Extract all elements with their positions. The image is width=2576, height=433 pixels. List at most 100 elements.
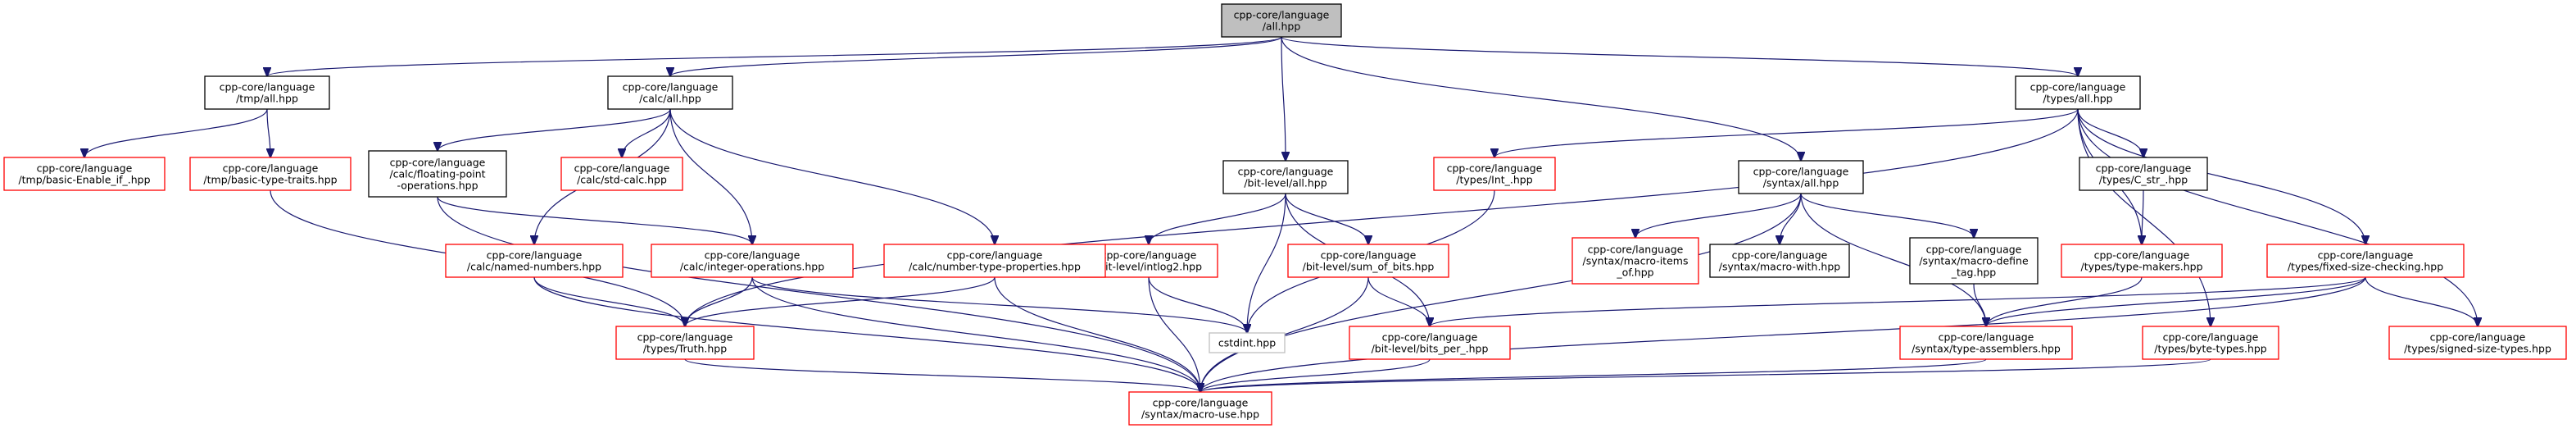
node-label-line: /types/signed-size-types.hpp [2404,343,2551,355]
edge-fixed-size-to-bits-per [1430,276,2366,326]
node-all[interactable]: cpp-core/language/all.hpp [1221,3,1342,38]
node-bitlevel-all[interactable]: cpp-core/language/bit-level/all.hpp [1222,160,1349,194]
edge-calc-all-to-floating [438,108,671,151]
edge-sum-of-bits-to-bits-per [1367,276,1430,326]
node-label-line: /types/type-makers.hpp [2080,261,2202,273]
edge-intlog2-to-cstdint [1148,276,1247,333]
edge-syntax-all-to-macro-with [1780,193,1802,244]
node-label-line: _tag.hpp [1951,267,1997,279]
edge-number-type-props-to-macro-use [994,276,1200,392]
node-std-calc[interactable]: cpp-core/language/calc/std-calc.hpp [560,157,683,191]
node-floating[interactable]: cpp-core/language/calc/floating-point-op… [368,150,507,198]
node-box [1128,391,1272,426]
node-label-line: cpp-core/language [1926,244,2022,256]
node-label-line: /syntax/macro-items [1583,255,1689,267]
node-bits-per[interactable]: cpp-core/language/bit-level/bits_per_.hp… [1349,326,1511,360]
node-box [1222,160,1349,194]
node-box [2061,244,2223,278]
node-box [1738,160,1864,194]
edge-types-all-to-truth [685,108,2079,326]
node-box [1287,244,1449,278]
node-label-line: /bit-level/bits_per_.hpp [1372,343,1489,355]
node-layer: cpp-core/language/all.hppcpp-core/langua… [3,3,2567,426]
node-byte-types[interactable]: cpp-core/language/types/byte-types.hpp [2142,326,2279,360]
node-truth[interactable]: cpp-core/language/types/Truth.hpp [615,326,755,360]
node-label-line: /tmp/basic-Enable_if_.hpp [18,174,150,186]
node-tmp-all[interactable]: cpp-core/language/tmp/all.hpp [204,75,330,110]
edge-bitlevel-all-to-sum-of-bits [1285,193,1368,244]
node-label-line: cpp-core/language [1382,331,1478,344]
node-calc-all[interactable]: cpp-core/language/calc/all.hpp [607,75,733,110]
node-enable-if[interactable]: cpp-core/language/tmp/basic-Enable_if_.h… [3,157,166,191]
node-label-line: /bit-level/intlog2.hpp [1095,261,1202,273]
node-box [2015,75,2141,110]
node-c-str[interactable]: cpp-core/language/types/C_str_.hpp [2079,157,2208,191]
node-label-line: cpp-core/language [2163,331,2259,344]
node-label-line: cpp-core/language [220,81,315,93]
node-label-line: cpp-core/language [623,81,719,93]
node-label-line: cpp-core/language [2096,162,2192,175]
node-label-line: /calc/integer-operations.hpp [680,261,824,273]
node-syntax-all[interactable]: cpp-core/language/syntax/all.hpp [1738,160,1864,194]
edge-truth-to-macro-use [684,358,1200,392]
node-label-line: cpp-core/language [1588,244,1684,256]
node-box [560,157,683,191]
node-type-assemblers[interactable]: cpp-core/language/syntax/type-assemblers… [1899,326,2073,360]
node-label-line: /bit-level/all.hpp [1244,177,1327,189]
node-sum-of-bits[interactable]: cpp-core/language/bit-level/sum_of_bits.… [1287,244,1449,278]
node-macro-use[interactable]: cpp-core/language/syntax/macro-use.hpp [1128,391,1272,426]
node-box [189,157,351,191]
node-label-line: cpp-core/language [1447,162,1543,175]
node-label-line: /calc/all.hpp [639,93,701,105]
node-number-type-props[interactable]: cpp-core/language/calc/number-type-prope… [883,244,1106,278]
edge-integer-ops-to-macro-use [751,276,1200,392]
node-label-line: cpp-core/language [37,162,133,175]
edge-tmp-all-to-type-traits [267,108,270,157]
node-macro-with[interactable]: cpp-core/language/syntax/macro-with.hpp [1709,244,1850,278]
node-named-numbers[interactable]: cpp-core/language/calc/named-numbers.hpp [445,244,624,278]
node-box [1433,157,1556,191]
node-box [1899,326,2073,360]
node-type-makers[interactable]: cpp-core/language/types/type-makers.hpp [2061,244,2223,278]
node-box [2388,326,2567,360]
node-box [1209,332,1286,353]
node-int-[interactable]: cpp-core/language/types/Int_.hpp [1433,157,1556,191]
node-label-line: cpp-core/language [2318,249,2414,262]
node-label-line: _of.hpp [1616,267,1653,279]
edge-syntax-all-to-macro-use [1200,193,1802,392]
node-label-line: /tmp/all.hpp [236,93,298,105]
node-macro-items[interactable]: cpp-core/language/syntax/macro-items_of.… [1571,237,1699,285]
node-signed-size[interactable]: cpp-core/language/types/signed-size-type… [2388,326,2567,360]
node-label-line: cpp-core/language [1753,166,1849,178]
node-label-line: cpp-core/language [1101,249,1197,262]
edge-number-type-props-to-truth [685,276,995,326]
node-label-line: cpp-core/language [1234,9,1330,21]
node-box [2142,326,2279,360]
node-types-all[interactable]: cpp-core/language/types/all.hpp [2015,75,2141,110]
node-box [1349,326,1511,360]
node-box [1221,3,1342,38]
node-label-line: /calc/std-calc.hpp [577,174,667,186]
node-box [204,75,330,110]
node-label-line: /calc/named-numbers.hpp [467,261,601,273]
node-fixed-size[interactable]: cpp-core/language/types/fixed-size-check… [2266,244,2465,278]
node-cstdint[interactable]: cstdint.hpp [1209,332,1286,353]
node-box [2266,244,2465,278]
edge-types-all-to-fixed-size [2077,108,2365,244]
node-label-line: /syntax/all.hpp [1763,177,1839,189]
edge-types-all-to-c-str [2077,108,2143,157]
edge-types-all-to-int- [1494,108,2079,157]
node-label-line: /types/all.hpp [2043,93,2112,105]
edge-bitlevel-all-to-cstdint [1247,193,1286,333]
edge-syntax-all-to-macro-items [1635,193,1802,238]
node-label-line: cpp-core/language [223,162,319,175]
edge-all-to-bitlevel-all [1281,36,1286,161]
node-box [3,157,166,191]
node-type-traits[interactable]: cpp-core/language/tmp/basic-type-traits.… [189,157,351,191]
edge-types-all-to-byte-types [2077,108,2211,326]
node-box [651,244,854,278]
node-macro-define[interactable]: cpp-core/language/syntax/macro-define_ta… [1909,237,2039,285]
node-label-line: cpp-core/language [1732,249,1828,262]
node-integer-ops[interactable]: cpp-core/language/calc/integer-operation… [651,244,854,278]
